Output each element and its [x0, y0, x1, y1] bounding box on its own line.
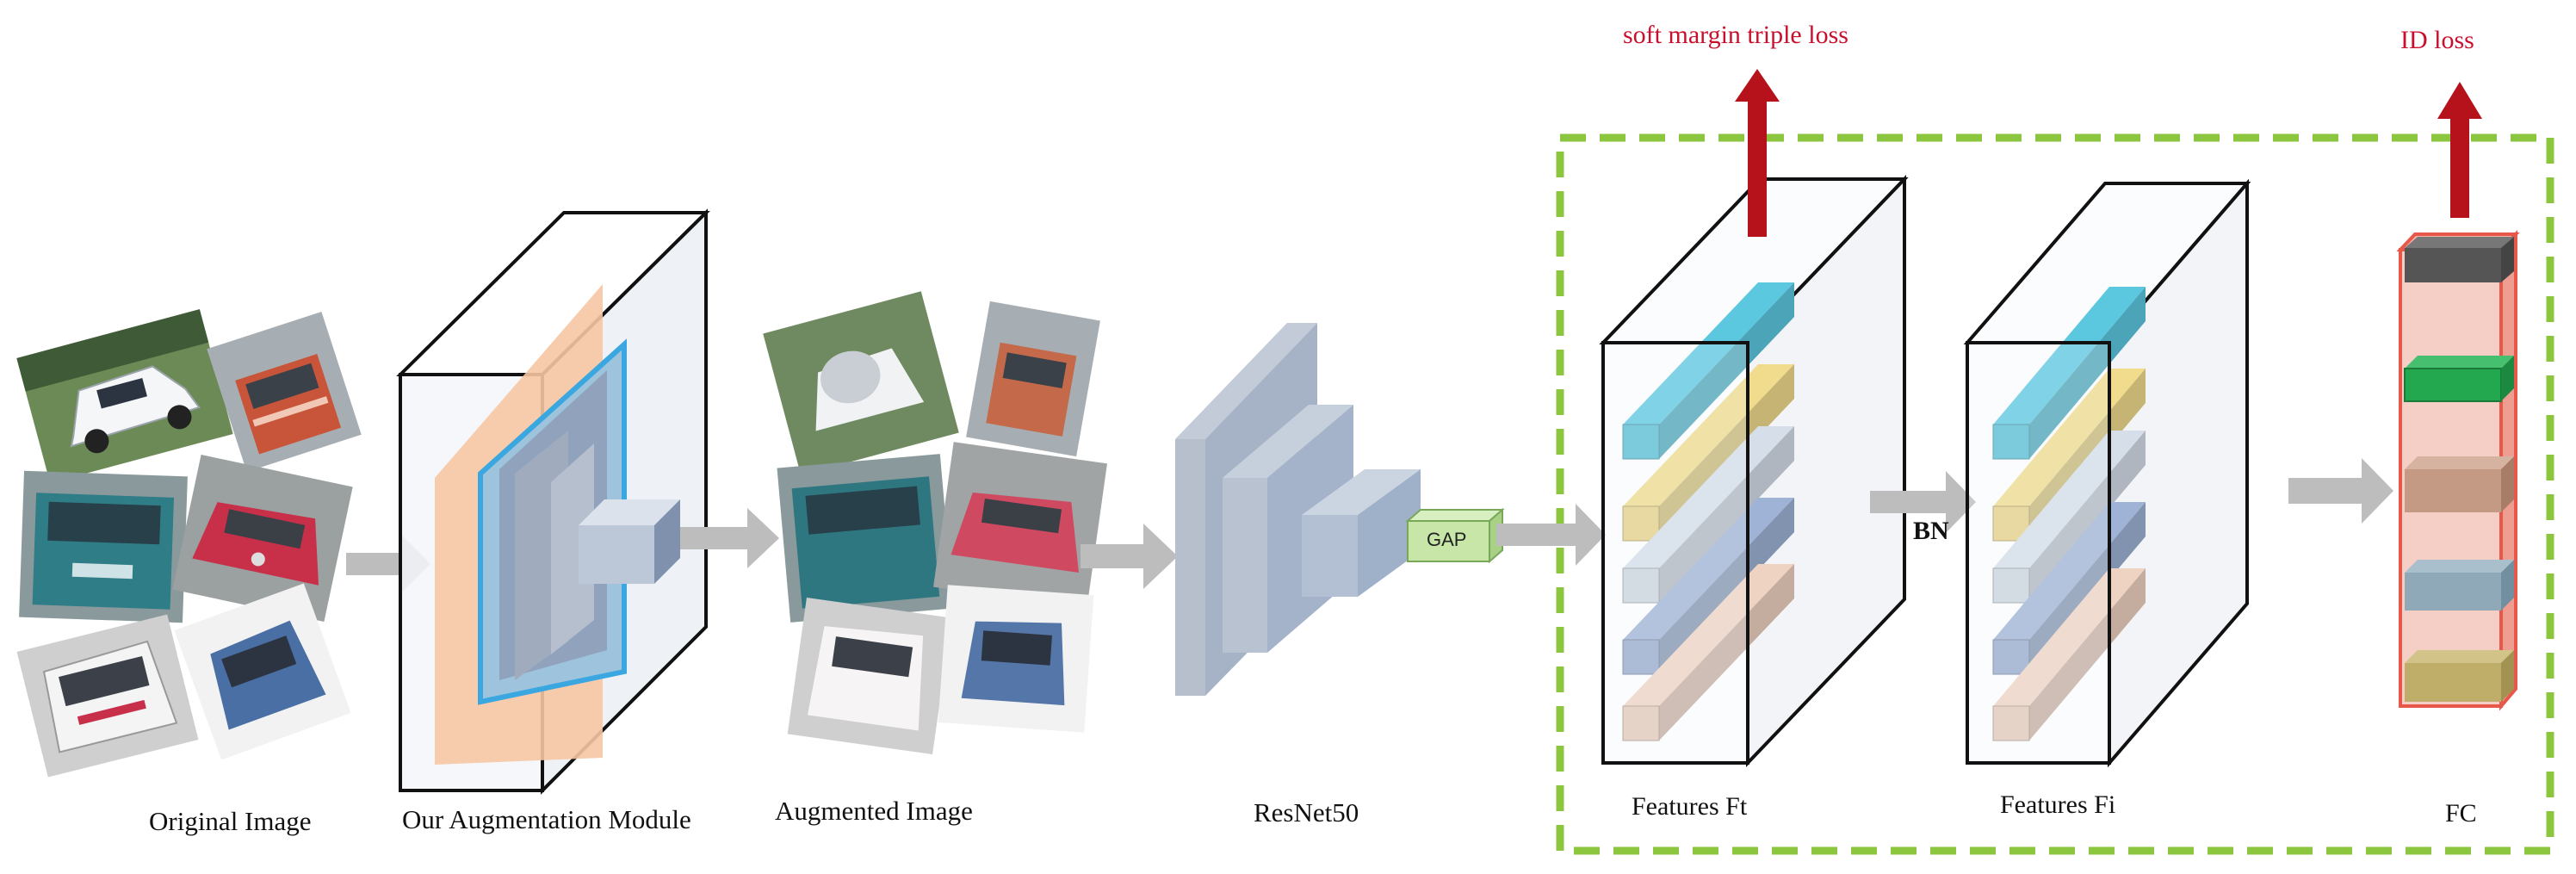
- arrow-module-to-augmented: [680, 508, 779, 568]
- fc-unit-bluegray: [2405, 560, 2514, 611]
- augmentation-module-cuboid: [396, 208, 710, 795]
- arrow-fi-to-fc: [2288, 458, 2393, 524]
- label-augmented-image: Augmented Image: [775, 796, 973, 826]
- aug-white-van-photo: [787, 597, 952, 755]
- ft-bar-lightblue: [1622, 426, 1794, 604]
- aug-teal-truck-photo: [777, 454, 954, 623]
- ft-bar-blue: [1622, 498, 1794, 675]
- blue-car-photo: [174, 583, 351, 760]
- ft-front-face: [1601, 341, 1749, 765]
- arrow-augmented-to-resnet: [1081, 524, 1178, 589]
- fc-layer: [2396, 229, 2520, 711]
- original-image-collage: [16, 309, 362, 778]
- label-original-image: Original Image: [149, 806, 312, 836]
- ft-bar-cyan: [1622, 282, 1794, 460]
- teal-truck-photo: [19, 470, 188, 623]
- orange-truck-photo: [207, 312, 362, 472]
- soft-margin-loss-arrow: [1735, 69, 1780, 237]
- id-loss-arrow: [2437, 82, 2482, 218]
- features-fi-cuboid: [1963, 178, 2251, 768]
- arrow-gap-to-features: [1496, 504, 1606, 566]
- aug-red-car-photo: [933, 442, 1107, 609]
- label-resnet50: ResNet50: [1254, 797, 1359, 828]
- label-fc: FC: [2445, 799, 2477, 828]
- ft-bar-peach: [1622, 564, 1794, 741]
- white-hatchback-photo: [16, 309, 233, 483]
- augmented-image-collage: [763, 291, 1107, 755]
- arrow-ft-to-fi: [1870, 471, 1976, 533]
- fc-unit-olive: [2405, 650, 2514, 702]
- fi-bar-cyan: [1992, 287, 2146, 460]
- fi-bar-peach: [1992, 568, 2146, 741]
- aug-orange-truck-photo: [966, 301, 1100, 457]
- aug-white-hatchback-photo: [763, 291, 959, 475]
- label-augmentation-module: Our Augmentation Module: [402, 804, 691, 834]
- label-bn: BN: [1913, 517, 1949, 545]
- aug-blue-car-photo: [938, 585, 1094, 733]
- dashed-region-border: [1556, 133, 2554, 855]
- label-features-fi: Features Fi: [2000, 790, 2116, 819]
- fc-unit-dark: [2405, 237, 2514, 282]
- red-car-photo: [172, 455, 353, 622]
- fi-front-face: [1966, 341, 2111, 765]
- fc-unit-green: [2404, 356, 2514, 402]
- white-van-photo: [16, 614, 199, 778]
- fc-unit-tan: [2405, 456, 2514, 512]
- fi-bar-lightblue: [1992, 431, 2146, 604]
- features-ft-cuboid: [1599, 175, 1909, 767]
- gap-box: [1405, 507, 1505, 564]
- resnet-blocks: [1175, 323, 1421, 696]
- label-soft-margin-triple-loss: soft margin triple loss: [1623, 21, 1848, 49]
- label-id-loss: ID loss: [2400, 26, 2474, 54]
- label-gap: GAP: [1427, 529, 1467, 550]
- label-features-ft: Features Ft: [1632, 792, 1748, 821]
